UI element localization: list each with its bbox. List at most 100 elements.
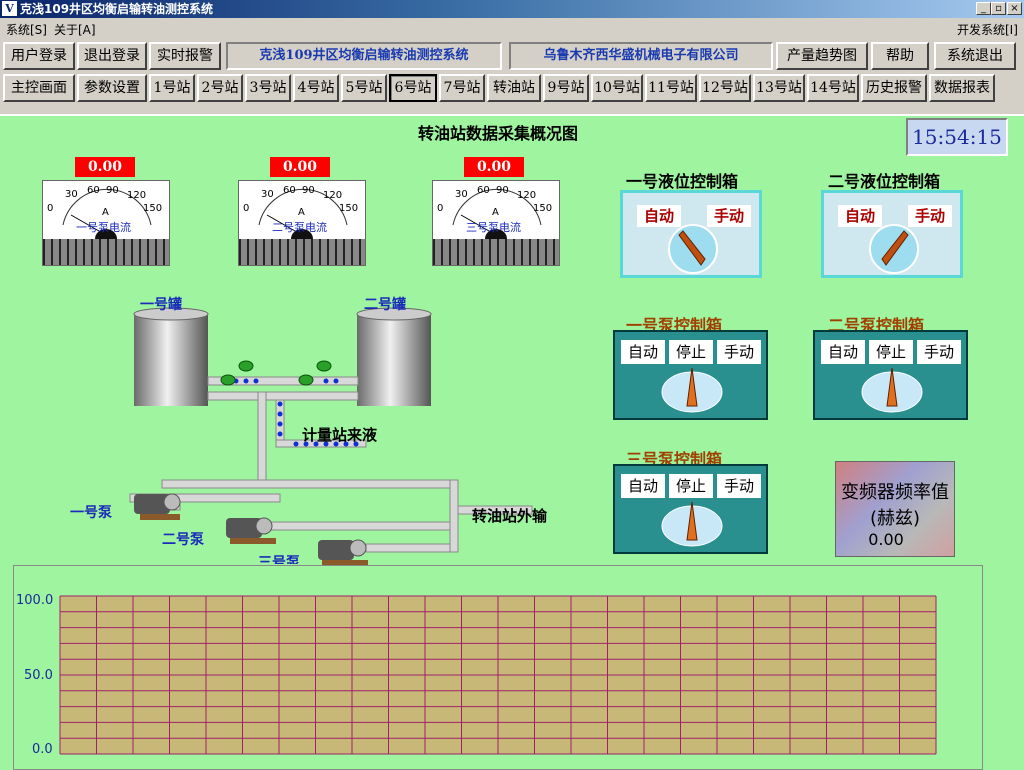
tank2-icon: [356, 307, 432, 406]
station-tab-6[interactable]: 5号站: [341, 74, 387, 102]
meter-scale-strip: [239, 239, 365, 265]
pump2-auto-button[interactable]: 自动: [821, 340, 865, 364]
meter-scale-strip: [43, 239, 169, 265]
pump2-label: 二号泵: [162, 532, 204, 548]
pump3-label: 三号泵: [258, 555, 300, 564]
y-tick-label: 100.0: [16, 593, 54, 608]
station-tab-11[interactable]: 10号站: [591, 74, 643, 102]
window-title: 克浅109井区均衡启输转油测控系统: [20, 2, 214, 16]
tank1-label: 一号罐: [140, 297, 182, 313]
station-tab-13[interactable]: 12号站: [699, 74, 751, 102]
station-tab-7[interactable]: 6号站: [389, 74, 437, 102]
selector-knob-icon[interactable]: [663, 219, 723, 279]
station-tab-10[interactable]: 9号站: [543, 74, 589, 102]
pump2-current-value: 0.00: [270, 157, 330, 177]
pump3-ammeter: 0 30 60 90 120 150 A 三号泵电流: [432, 180, 560, 266]
user-login-button[interactable]: 用户登录: [3, 42, 75, 70]
station-tab-4[interactable]: 3号站: [245, 74, 291, 102]
station-tab-12[interactable]: 11号站: [645, 74, 697, 102]
y-tick-label: 50.0: [24, 668, 53, 683]
pump1-auto-button[interactable]: 自动: [621, 340, 665, 364]
app-icon: V: [2, 1, 17, 16]
system-banner: 克浅109井区均衡启输转油测控系统: [226, 42, 502, 70]
station-tab-15[interactable]: 14号站: [807, 74, 859, 102]
menu-about[interactable]: 关于[A]: [54, 23, 96, 37]
close-button[interactable]: ×: [1007, 2, 1022, 15]
level-control-box-1: 自动 手动: [620, 190, 762, 278]
menu-system[interactable]: 系统[S]: [6, 23, 47, 37]
station-tab-5[interactable]: 4号站: [293, 74, 339, 102]
level2-auto-button[interactable]: 自动: [838, 205, 882, 227]
menu-bar: 系统[S] 关于[A] 开发系统[I]: [0, 18, 1024, 38]
trend-chart: 100.0 50.0 0.0: [13, 565, 983, 770]
station-tab-14[interactable]: 13号站: [753, 74, 805, 102]
pump2-stop-button[interactable]: 停止: [869, 340, 913, 364]
clock-display: 15:54:15: [906, 118, 1008, 156]
tank2-label: 二号罐: [364, 297, 406, 313]
exit-button[interactable]: 系统退出: [934, 42, 1016, 70]
selector-knob-icon[interactable]: [657, 366, 727, 420]
realtime-alarm-button[interactable]: 实时报警: [149, 42, 221, 70]
company-banner: 乌鲁木齐西华盛机械电子有限公司: [509, 42, 773, 70]
logout-button[interactable]: 退出登录: [77, 42, 147, 70]
pump3-current-value: 0.00: [464, 157, 524, 177]
pump1-label: 一号泵: [70, 505, 112, 521]
selector-knob-icon[interactable]: [864, 219, 924, 279]
pump2-ammeter: 0 30 60 90 120 150 A 二号泵电流: [238, 180, 366, 266]
flow-dots: [233, 378, 359, 447]
pump-control-box-1: 自动 停止 手动: [613, 330, 768, 420]
station-tab-1[interactable]: 参数设置: [77, 74, 147, 102]
vfd-value: 0.00: [868, 530, 904, 549]
station-tab-2[interactable]: 1号站: [149, 74, 195, 102]
pump3-icon: [318, 539, 368, 566]
maximize-button[interactable]: ▫: [991, 2, 1006, 15]
level1-auto-button[interactable]: 自动: [637, 205, 681, 227]
trend-button[interactable]: 产量趋势图: [776, 42, 868, 70]
vfd-label: 变频器频率值: [841, 482, 949, 503]
vfd-unit: (赫兹): [869, 508, 921, 529]
process-diagram: [129, 307, 533, 566]
pump-control-box-2: 自动 停止 手动: [813, 330, 968, 420]
pump-control-box-3: 自动 停止 手动: [613, 464, 768, 554]
title-bar: V 克浅109井区均衡启输转油测控系统 _ ▫ ×: [0, 0, 1024, 18]
valve-icon: [220, 360, 332, 386]
station-tab-16[interactable]: 历史报警: [861, 74, 927, 102]
pump1-stop-button[interactable]: 停止: [669, 340, 713, 364]
pump3-stop-button[interactable]: 停止: [669, 474, 713, 498]
level-box2-title: 二号液位控制箱: [828, 172, 941, 191]
pump2-icon: [226, 517, 276, 544]
level1-manual-button[interactable]: 手动: [707, 205, 751, 227]
station-tab-3[interactable]: 2号站: [197, 74, 243, 102]
page-title: 转油站数据采集概况图: [418, 124, 579, 143]
y-tick-label: 0.0: [32, 742, 53, 757]
selector-knob-icon[interactable]: [657, 500, 727, 554]
pump3-auto-button[interactable]: 自动: [621, 474, 665, 498]
pump3-manual-button[interactable]: 手动: [717, 474, 761, 498]
level2-manual-button[interactable]: 手动: [908, 205, 952, 227]
minimize-button[interactable]: _: [976, 2, 991, 15]
gauge-arc-icon: [258, 188, 348, 239]
pump1-current-value: 0.00: [75, 157, 135, 177]
help-button[interactable]: 帮助: [871, 42, 929, 70]
gauge-arc-icon: [452, 188, 542, 239]
station-tab-9[interactable]: 转油站: [487, 74, 541, 102]
selector-knob-icon[interactable]: [857, 366, 927, 420]
meter-scale-strip: [433, 239, 559, 265]
station-tab-17[interactable]: 数据报表: [929, 74, 995, 102]
level-control-box-2: 自动 手动: [821, 190, 963, 278]
station-tab-0[interactable]: 主控画面: [3, 74, 75, 102]
meter-label: 一号泵电流: [76, 221, 131, 234]
vfd-frequency-panel: 变频器频率值 (赫兹) 0.00: [835, 461, 955, 557]
tank1-icon: [133, 307, 209, 406]
pump1-ammeter: 0 30 60 90 120 150 A 一号泵电流: [42, 180, 170, 266]
menu-dev-system[interactable]: 开发系统[I]: [957, 23, 1018, 37]
pump2-manual-button[interactable]: 手动: [917, 340, 961, 364]
pump1-manual-button[interactable]: 手动: [717, 340, 761, 364]
station-tab-8[interactable]: 7号站: [439, 74, 485, 102]
meter-label: 三号泵电流: [466, 221, 521, 234]
trend-chart-canvas: [59, 595, 937, 755]
outflow-label: 转油站外输: [472, 507, 548, 525]
level-box1-title: 一号液位控制箱: [626, 172, 739, 191]
inflow-label: 计量站来液: [302, 426, 378, 444]
gauge-arc-icon: [62, 188, 152, 239]
